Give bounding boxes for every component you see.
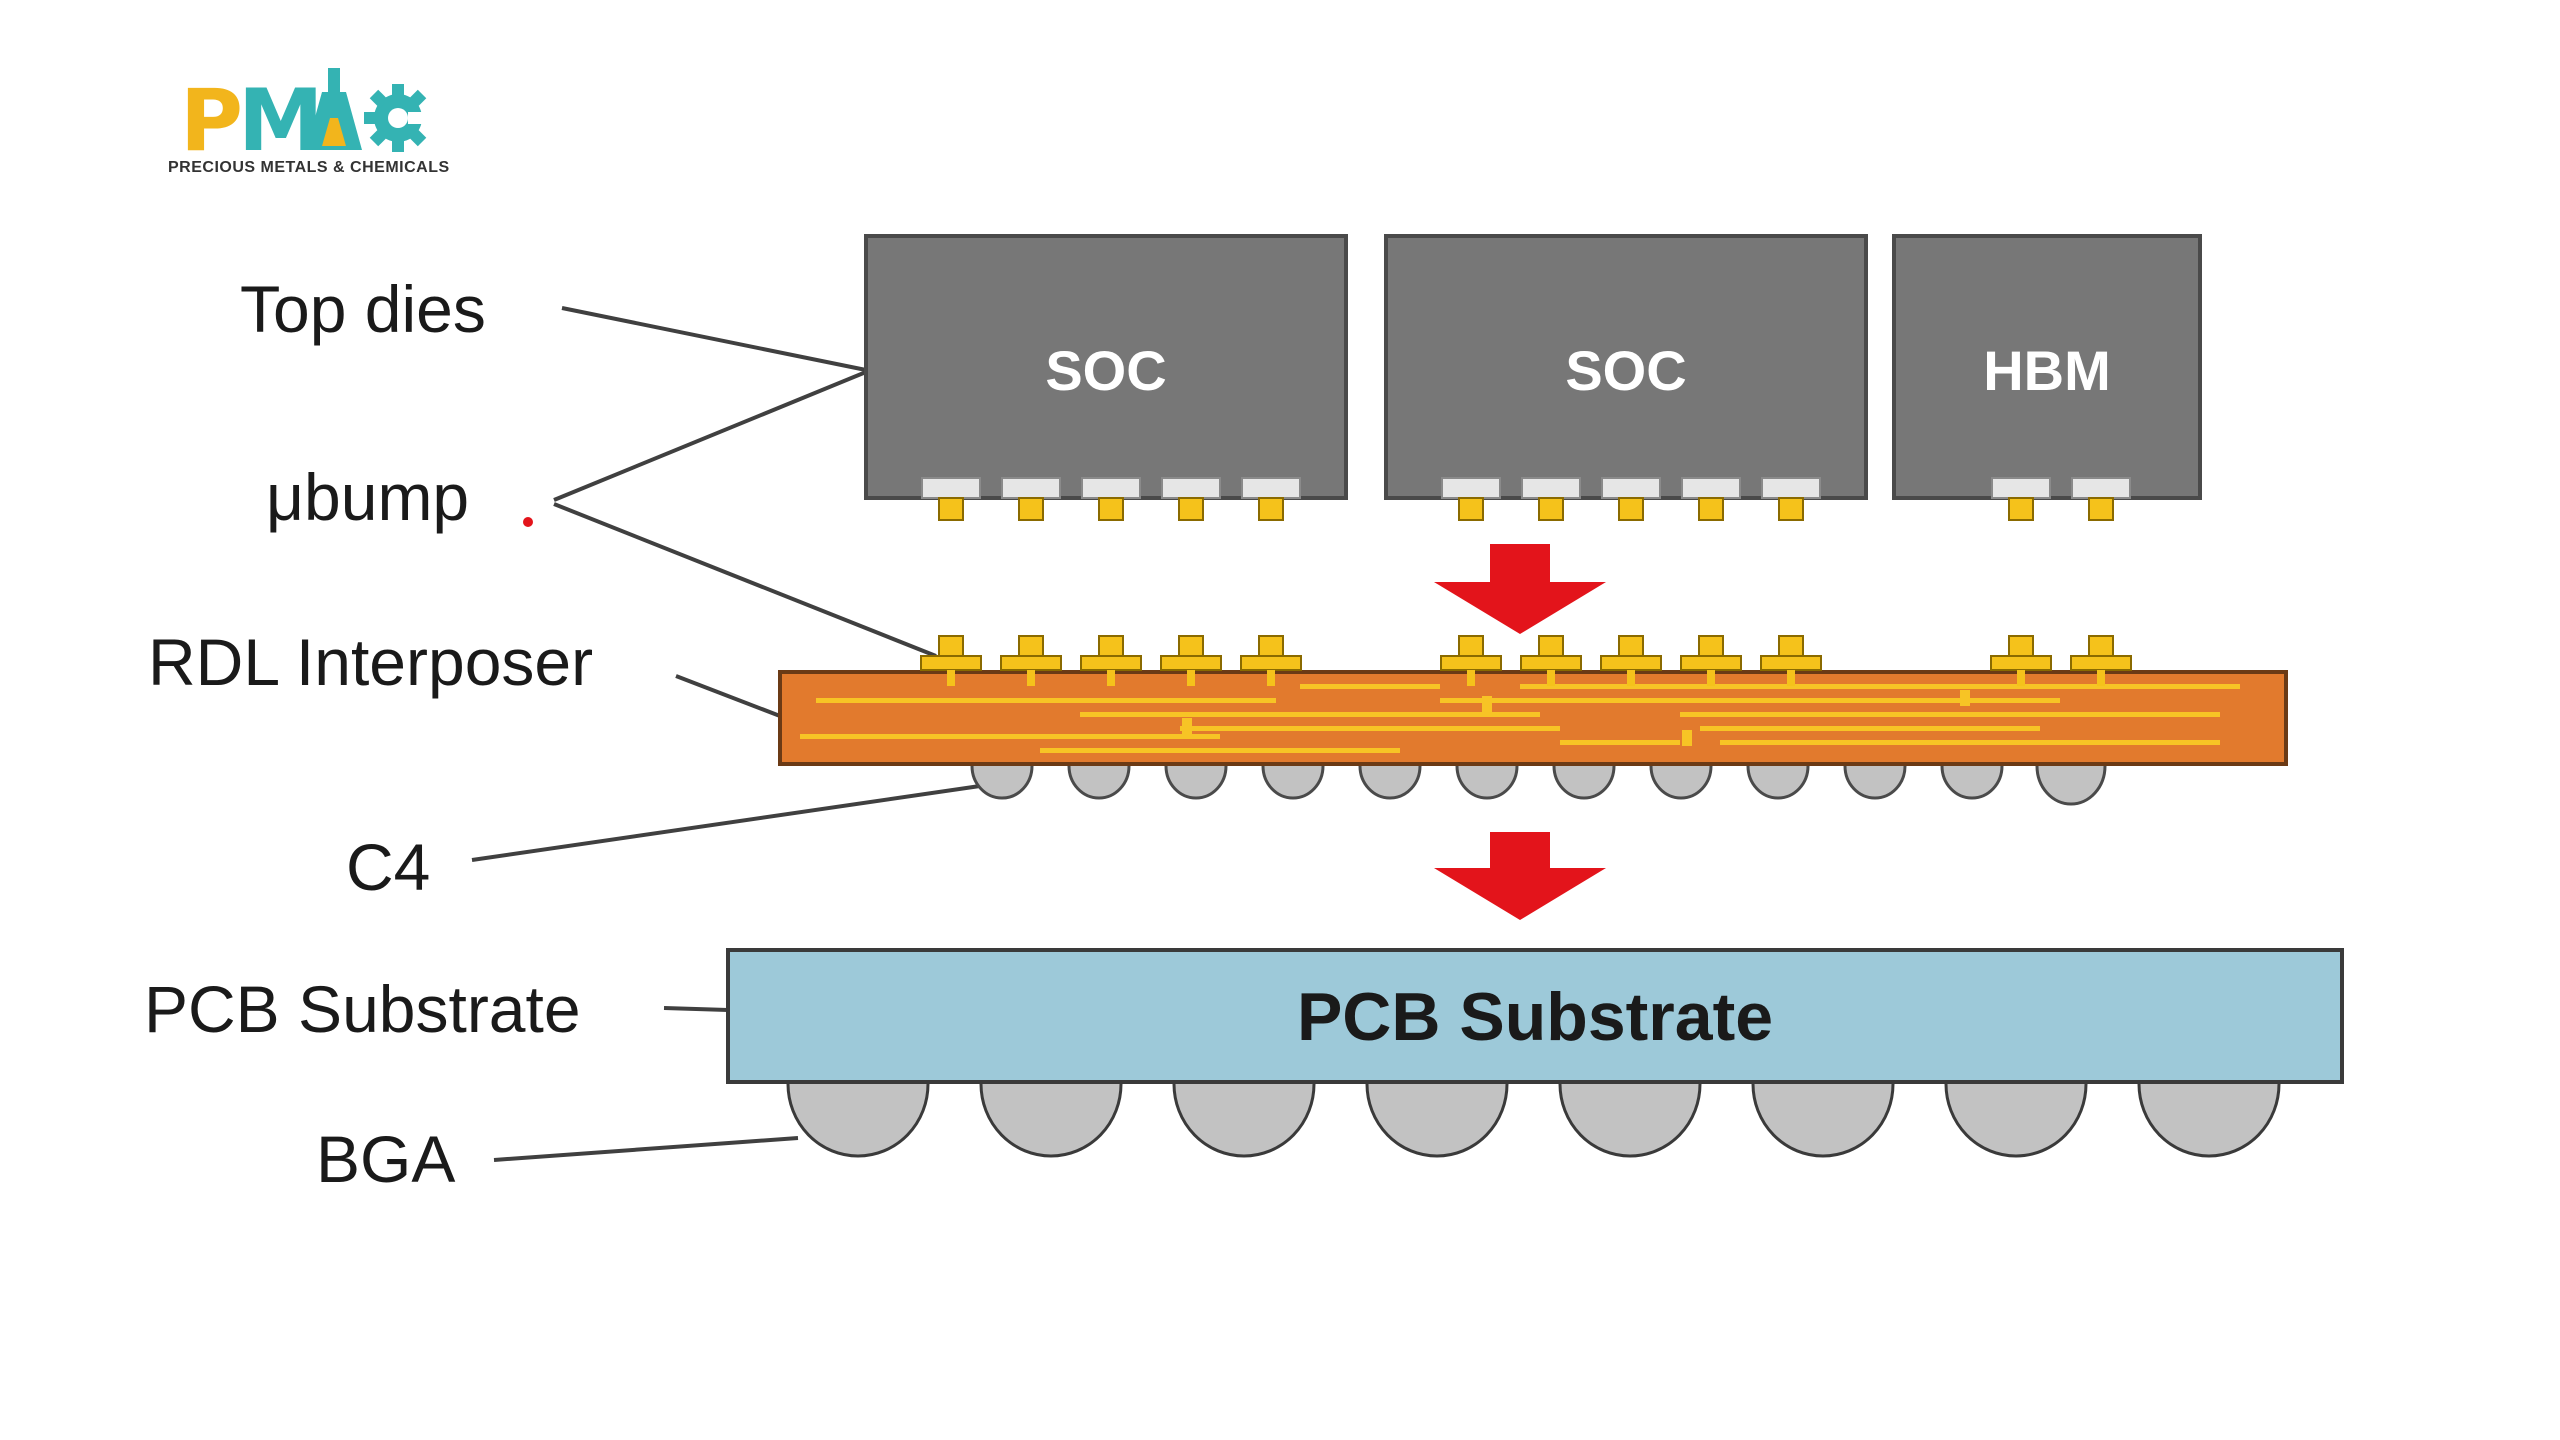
callout-labels: Top dies μbump RDL Interposer C4 PCB Sub…: [144, 272, 593, 1196]
pmac-logo: P M PRECIOUS METALS & CHEMICALS: [168, 68, 450, 176]
logo-tagline: PRECIOUS METALS & CHEMICALS: [168, 159, 450, 176]
interposer-bump: [1760, 635, 1822, 686]
interposer-bump: [2070, 635, 2132, 686]
die-soc-2: SOC: [1384, 234, 1868, 521]
interposer-bump: [1990, 635, 2052, 686]
leader-rdl-interposer: [675, 674, 781, 718]
die-label: SOC: [1565, 339, 1686, 402]
gear-icon: [364, 84, 438, 152]
micro-bump: [1991, 477, 2051, 521]
interposer-bump: [920, 635, 982, 686]
leader-bga: [493, 1136, 799, 1162]
die-hbm: HBM: [1892, 234, 2202, 521]
assembly-arrow-2: [1434, 832, 1606, 920]
interposer-top-bump-row: [920, 635, 2132, 686]
leader-ubump-to-interposer: [553, 502, 937, 658]
interposer-bump: [1000, 635, 1062, 686]
interposer-bump: [1680, 635, 1742, 686]
logo-letter-m: M: [238, 71, 324, 171]
die-label: HBM: [1983, 339, 2111, 402]
interposer-traces: [800, 684, 2240, 753]
micro-bump: [1081, 477, 1141, 521]
red-dot-marker: [523, 517, 533, 527]
leader-lines: [471, 306, 981, 1162]
label-ubump: μbump: [266, 460, 469, 534]
label-c4: C4: [346, 830, 430, 904]
label-pcb-substrate: PCB Substrate: [144, 972, 581, 1046]
die-label: SOC: [1045, 339, 1166, 402]
interposer-bump: [1160, 635, 1222, 686]
interposer-bump: [1440, 635, 1502, 686]
micro-bump: [1441, 477, 1501, 521]
interposer-bump: [1080, 635, 1142, 686]
interposer-bump: [1240, 635, 1302, 686]
logo-letter-p: P: [180, 71, 243, 171]
leader-top-dies: [561, 306, 867, 372]
top-dies: SOC SOC HBM: [864, 234, 2202, 521]
micro-bump: [1681, 477, 1741, 521]
label-rdl-interposer: RDL Interposer: [148, 625, 593, 699]
interposer-bump: [1520, 635, 1582, 686]
micro-bump: [1521, 477, 1581, 521]
die-soc-1: SOC: [864, 234, 1348, 521]
pcb-substrate: PCB Substrate: [726, 948, 2344, 1158]
interposer-bump: [1600, 635, 1662, 686]
micro-bump: [921, 477, 981, 521]
leader-ubump-to-die: [553, 370, 867, 502]
micro-bump: [1601, 477, 1661, 521]
leader-c4: [471, 784, 981, 862]
leader-pcb-substrate: [663, 1006, 729, 1012]
rdl-interposer: [778, 635, 2288, 806]
flask-icon: [306, 68, 362, 150]
micro-bump: [1241, 477, 1301, 521]
micro-bump: [2071, 477, 2131, 521]
micro-bump: [1161, 477, 1221, 521]
micro-bump: [1761, 477, 1821, 521]
label-bga: BGA: [316, 1122, 455, 1196]
label-top-dies: Top dies: [240, 272, 486, 346]
micro-bump: [1001, 477, 1061, 521]
assembly-arrow-1: [1434, 544, 1606, 634]
pcb-substrate-label: PCB Substrate: [1297, 979, 1773, 1055]
